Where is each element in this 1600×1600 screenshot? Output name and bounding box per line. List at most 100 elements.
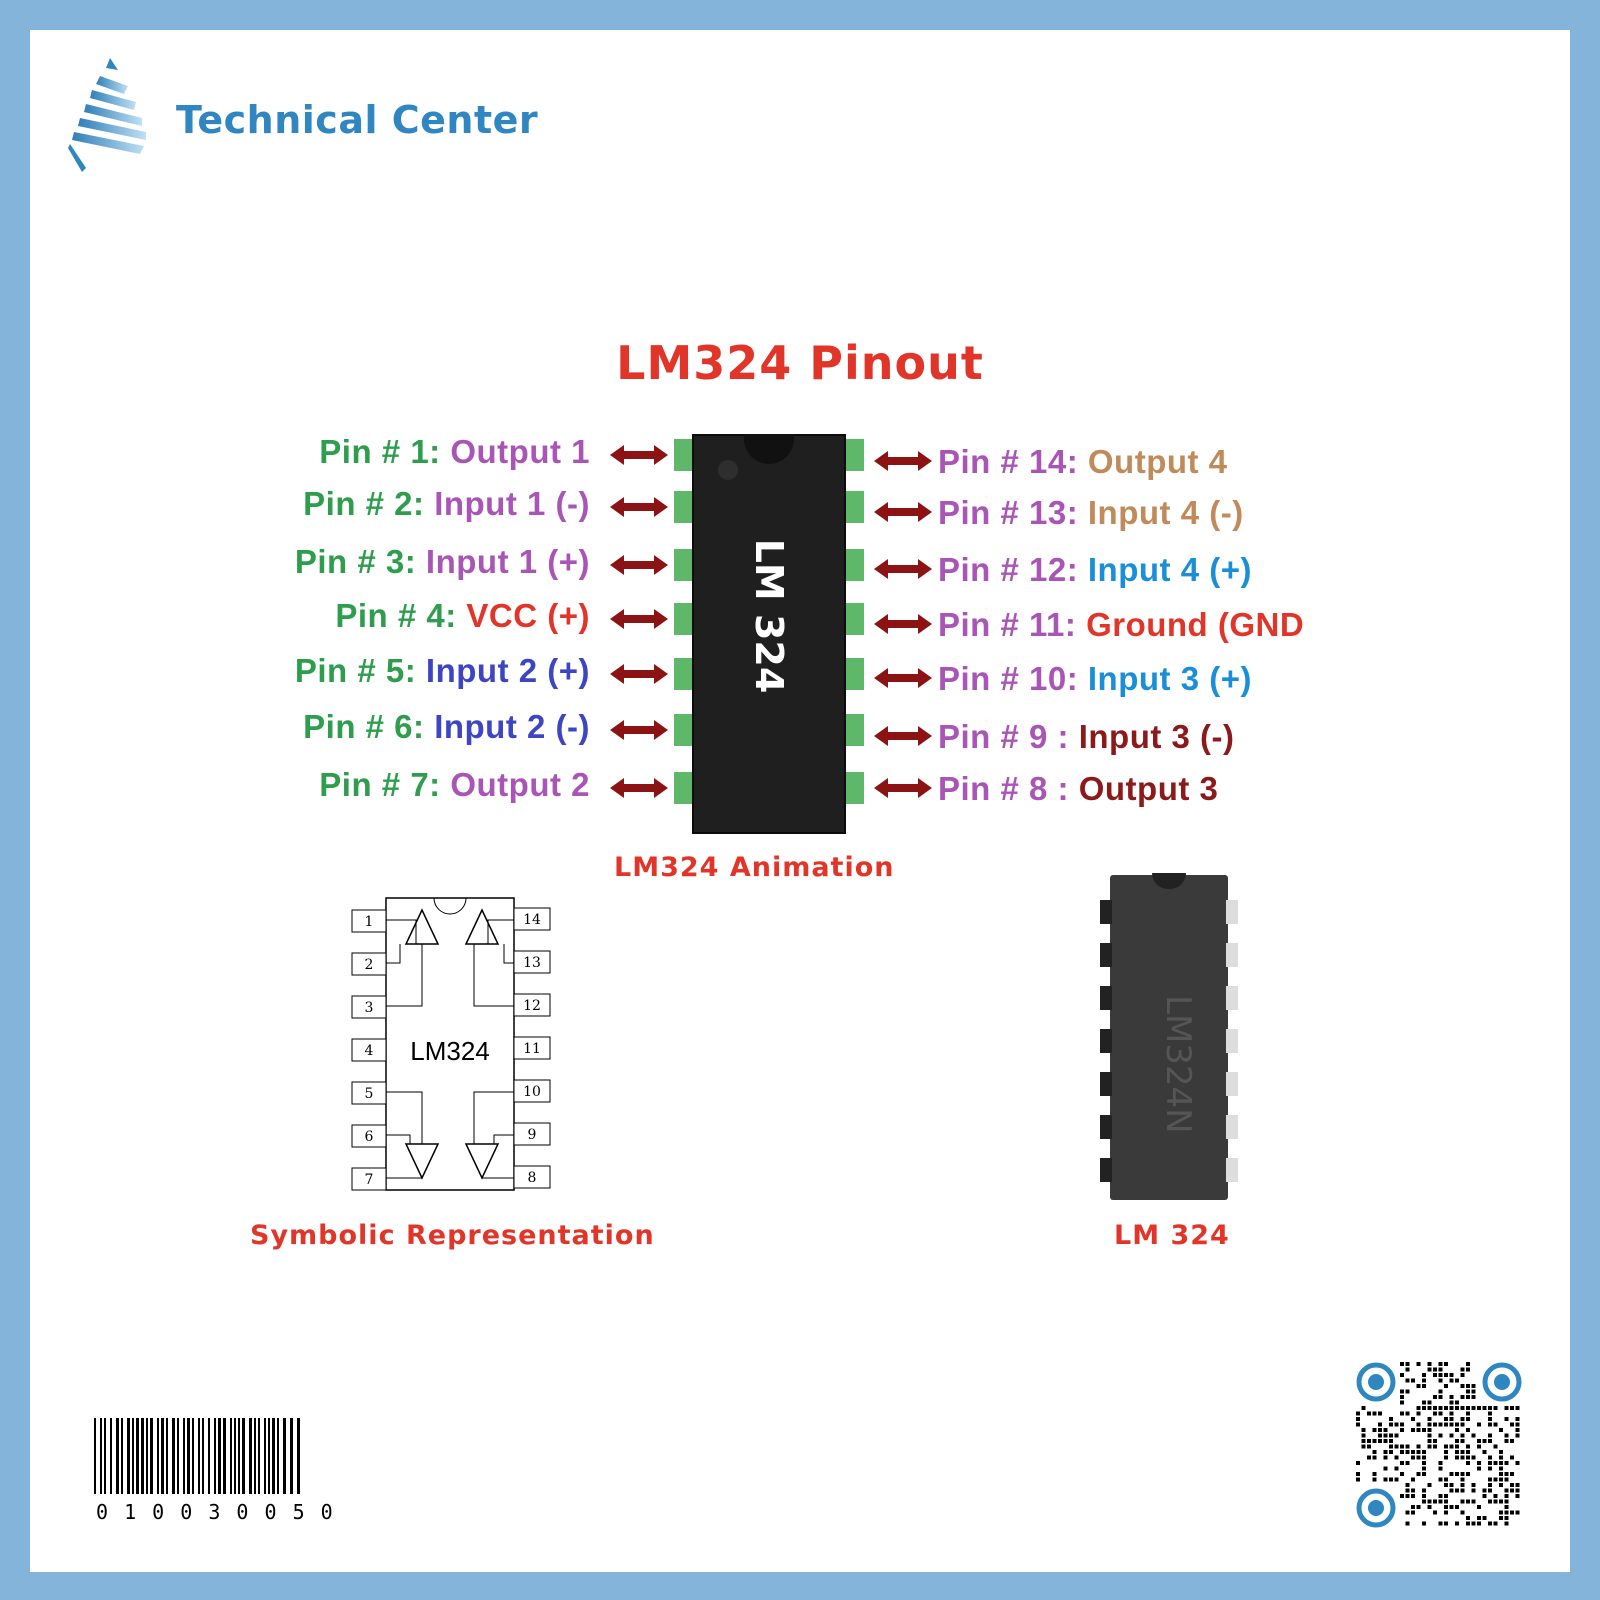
pin-function: Ground (GND <box>1086 606 1305 643</box>
barcode-bar <box>230 1418 232 1494</box>
qr-module <box>1438 1406 1443 1410</box>
qr-module <box>1499 1477 1503 1482</box>
chip-marking: LM324N <box>1158 995 1198 1134</box>
qr-module <box>1383 1450 1388 1454</box>
qr-module <box>1499 1455 1503 1460</box>
barcode-bar <box>172 1418 175 1494</box>
qr-module <box>1460 1499 1465 1504</box>
qr-module <box>1367 1439 1371 1443</box>
qr-module <box>1416 1384 1421 1388</box>
qr-module <box>1477 1444 1481 1449</box>
qr-module <box>1411 1505 1415 1509</box>
qr-module <box>1460 1373 1465 1377</box>
pin-number: Pin # 9 : <box>938 718 1079 755</box>
pin-number-left: 6 <box>365 1129 374 1145</box>
barcode-bar <box>177 1418 179 1494</box>
qr-module <box>1400 1373 1404 1377</box>
qr-module <box>1438 1477 1443 1482</box>
qr-module <box>1444 1521 1448 1526</box>
qr-module <box>1460 1477 1465 1482</box>
qr-module <box>1449 1411 1454 1416</box>
qr-module <box>1422 1521 1426 1526</box>
qr-module <box>1367 1411 1371 1416</box>
qr-module <box>1510 1472 1514 1476</box>
double-arrow-icon <box>874 778 932 798</box>
qr-module <box>1422 1455 1426 1460</box>
qr-module <box>1455 1455 1459 1460</box>
qr-module <box>1493 1461 1498 1465</box>
barcode-bar <box>208 1418 210 1494</box>
qr-module <box>1488 1488 1492 1493</box>
qr-module <box>1394 1444 1399 1449</box>
pin-label-right: Pin # 8 : Output 3 <box>938 770 1218 808</box>
double-arrow-icon <box>610 664 668 684</box>
pin-label-left: Pin # 4: VCC (+) <box>0 597 590 635</box>
qr-module <box>1422 1472 1426 1476</box>
pin-number-left: 3 <box>365 1000 374 1016</box>
barcode-bar <box>136 1418 139 1494</box>
qr-module <box>1488 1499 1492 1504</box>
qr-module <box>1422 1461 1426 1465</box>
qr-module <box>1394 1433 1399 1438</box>
pin-number-right: 12 <box>523 998 541 1014</box>
qr-module <box>1394 1477 1399 1482</box>
qr-module <box>1438 1466 1443 1471</box>
pin-function: Input 1 (+) <box>425 543 590 580</box>
qr-module <box>1416 1472 1421 1476</box>
pin-number-left: 5 <box>365 1086 374 1102</box>
qr-module <box>1405 1521 1410 1526</box>
qr-module <box>1449 1400 1454 1405</box>
qr-module <box>1405 1389 1410 1394</box>
barcode-bar <box>183 1418 185 1494</box>
brand-name: Technical Center <box>176 98 539 142</box>
qr-module <box>1466 1395 1470 1399</box>
qr-module <box>1438 1494 1443 1498</box>
qr-module <box>1411 1428 1415 1432</box>
qr-module <box>1499 1483 1503 1487</box>
qr-module <box>1416 1422 1421 1427</box>
pin-label-right: Pin # 9 : Input 3 (-) <box>938 718 1235 756</box>
qr-module <box>1422 1488 1426 1493</box>
qr-module <box>1444 1417 1448 1421</box>
qr-module <box>1510 1488 1514 1493</box>
qr-module <box>1427 1417 1432 1421</box>
qr-code <box>1356 1362 1522 1528</box>
barcode-digits: 0 1 0 0 3 0 0 5 0 <box>96 1500 335 1524</box>
barcode-bar <box>223 1418 226 1494</box>
qr-module <box>1405 1367 1410 1372</box>
qr-module <box>1444 1422 1448 1427</box>
qr-module <box>1433 1411 1437 1416</box>
qr-module <box>1438 1499 1443 1504</box>
qr-module <box>1471 1384 1476 1388</box>
pin-number: Pin # 5: <box>294 652 426 689</box>
barcode-bar <box>187 1418 190 1494</box>
pin-label-right: Pin # 11: Ground (GND <box>938 606 1304 644</box>
qr-module <box>1444 1494 1448 1498</box>
qr-module <box>1460 1483 1465 1487</box>
pin-label-left: Pin # 1: Output 1 <box>0 433 590 471</box>
qr-module <box>1471 1455 1476 1460</box>
barcode-bar <box>238 1418 240 1494</box>
qr-module <box>1438 1373 1443 1377</box>
barcode-bar <box>157 1418 159 1494</box>
qr-module <box>1422 1400 1426 1405</box>
barcode-bar <box>146 1418 148 1494</box>
qr-module <box>1383 1455 1388 1460</box>
qr-module <box>1455 1439 1459 1443</box>
qr-module <box>1378 1433 1382 1438</box>
qr-module <box>1438 1362 1443 1366</box>
qr-module <box>1444 1362 1448 1366</box>
qr-module <box>1466 1384 1470 1388</box>
qr-module <box>1400 1362 1404 1366</box>
qr-module <box>1466 1444 1470 1449</box>
chip-leg <box>1226 986 1238 1010</box>
pin-number: Pin # 8 : <box>938 770 1079 807</box>
double-arrow-icon <box>610 609 668 629</box>
barcode-bar <box>218 1418 221 1494</box>
qr-module <box>1416 1455 1421 1460</box>
qr-module <box>1466 1362 1470 1366</box>
pin-label-left: Pin # 5: Input 2 (+) <box>0 652 590 690</box>
qr-module <box>1383 1477 1388 1482</box>
qr-module <box>1515 1483 1520 1487</box>
qr-module <box>1471 1499 1476 1504</box>
